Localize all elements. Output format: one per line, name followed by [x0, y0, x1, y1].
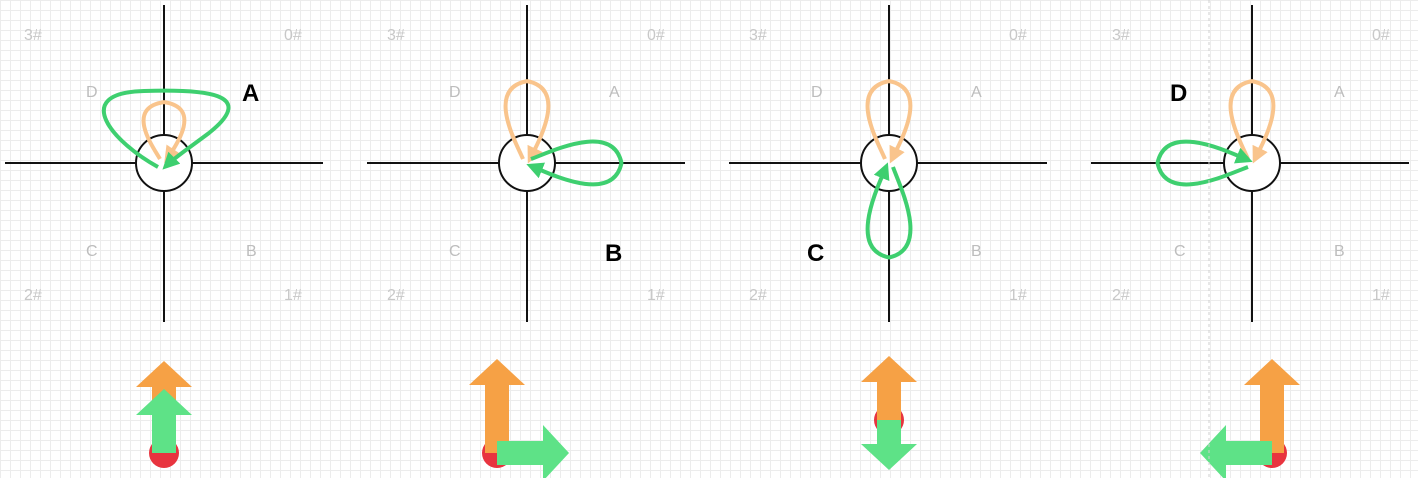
corner-label: 1#	[1009, 287, 1027, 304]
quadrant-label-A: A	[971, 84, 982, 101]
background-loop	[865, 79, 913, 164]
corner-label: 1#	[647, 287, 665, 304]
panel-C: 3# 0# 2# 1# D A C B	[729, 5, 1047, 435]
quadrant-label-C: C	[86, 243, 98, 260]
corner-label: 0#	[647, 27, 665, 44]
base-arrow	[469, 359, 525, 453]
quadrant-label-B: B	[605, 240, 622, 267]
secondary-arrow	[1200, 425, 1272, 481]
quadrant-label-C: C	[807, 240, 824, 267]
base-arrow	[1244, 359, 1300, 453]
background-loop	[503, 79, 551, 164]
quadrant-label-D: D	[1170, 80, 1187, 107]
quadrant-label-A: A	[1334, 84, 1345, 101]
quadrant-label-B: B	[1334, 243, 1345, 260]
quadrant-label-C: C	[1174, 243, 1186, 260]
quadrant-label-D: D	[449, 84, 461, 101]
background-loop	[1228, 79, 1276, 164]
secondary-arrow	[861, 420, 917, 470]
corner-label: 0#	[1009, 27, 1027, 44]
center-circle	[498, 134, 556, 192]
quadrant-label-A: A	[609, 84, 620, 101]
corner-label: 3#	[24, 27, 42, 44]
base-arrow	[861, 356, 917, 420]
secondary-arrow	[497, 425, 569, 481]
active-loop	[102, 88, 231, 170]
active-loop	[1155, 139, 1253, 187]
corner-label: 0#	[284, 27, 302, 44]
corner-label: 2#	[387, 287, 405, 304]
quadrant-label-B: B	[971, 243, 982, 260]
corner-label: 2#	[749, 287, 767, 304]
active-loop	[526, 139, 624, 187]
corner-label: 0#	[1372, 27, 1390, 44]
secondary-arrow	[136, 389, 192, 453]
corner-label: 2#	[24, 287, 42, 304]
corner-label: 1#	[284, 287, 302, 304]
quadrant-label-B: B	[246, 243, 257, 260]
corner-label: 3#	[1112, 27, 1130, 44]
panel-D: 3# 0# 2# 1# D A C B	[1091, 5, 1409, 468]
corner-label: 1#	[1372, 287, 1390, 304]
quadrant-label-A: A	[242, 80, 259, 107]
background-loop	[141, 100, 187, 164]
active-loop	[865, 162, 913, 260]
quadrant-label-D: D	[811, 84, 823, 101]
center-circle	[860, 134, 918, 192]
panel-B: 3# 0# 2# 1# D A C B	[367, 5, 685, 468]
center-circle	[1223, 134, 1281, 192]
quadrant-label-C: C	[449, 243, 461, 260]
center-circle	[135, 134, 193, 192]
corner-label: 3#	[387, 27, 405, 44]
quadrant-label-D: D	[86, 84, 98, 101]
corner-label: 3#	[749, 27, 767, 44]
corner-label: 2#	[1112, 287, 1130, 304]
